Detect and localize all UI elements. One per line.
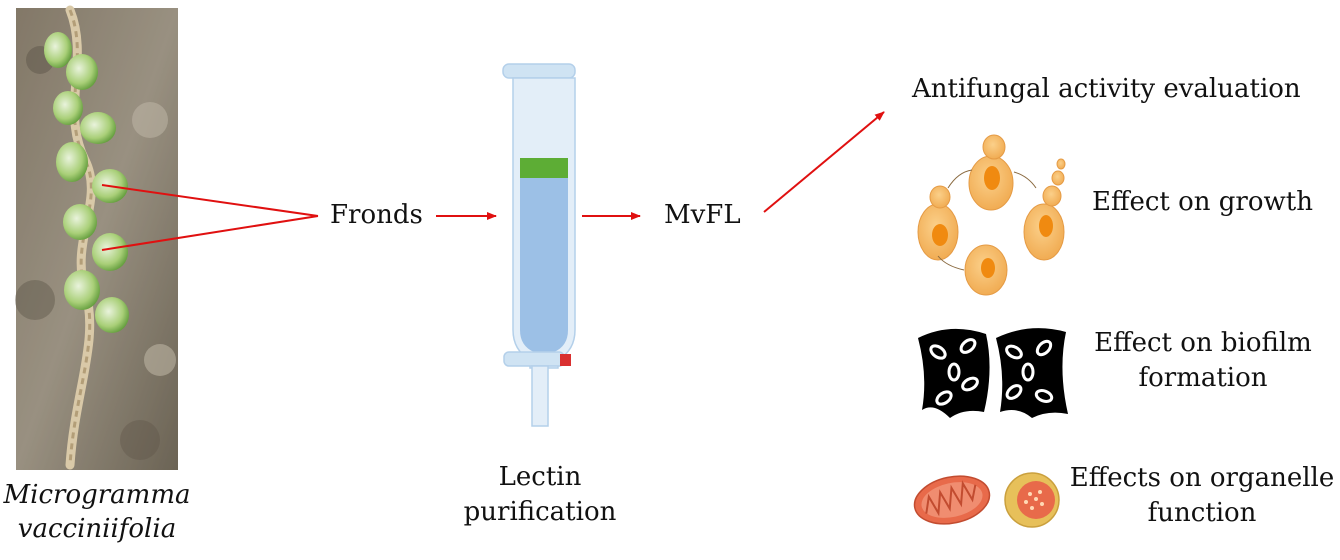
purification-label-line2: purification — [463, 497, 617, 527]
evaluation-title: Antifungal activity evaluation — [912, 74, 1301, 104]
effect-organelle-label-line1: Effects on organelle — [1069, 463, 1335, 493]
biofilm-icon — [918, 328, 1068, 418]
yeast-cell — [964, 244, 1008, 296]
species-name-line2: vacciniifolia — [17, 514, 177, 544]
purification-label-line1: Lectin — [498, 462, 582, 492]
chromatography-column-icon — [502, 63, 576, 427]
species-name-line1: Microgramma — [3, 480, 191, 510]
mitochondrion-icon — [913, 475, 991, 525]
mvfl-label: MvFL — [664, 200, 741, 230]
effect-biofilm-label-line2: formation — [1138, 363, 1268, 393]
organelle-icon — [913, 472, 1060, 528]
fronds-label: Fronds — [330, 200, 423, 230]
yeast-cell — [1023, 158, 1066, 261]
effect-biofilm-label-line1: Effect on biofilm — [1094, 328, 1312, 358]
effect-growth-label: Effect on growth — [1092, 187, 1313, 217]
yeast-budding-cycle-icon — [917, 134, 1066, 296]
yeast-cell — [968, 134, 1014, 211]
yeast-cell — [917, 185, 959, 261]
effect-organelle-label-line2: function — [1147, 498, 1257, 528]
arrow-mvfl-to-evaluation — [763, 111, 885, 213]
frond-pointer-lines — [101, 184, 319, 251]
fern-photo — [15, 5, 178, 470]
vacuole-icon — [1004, 472, 1060, 528]
